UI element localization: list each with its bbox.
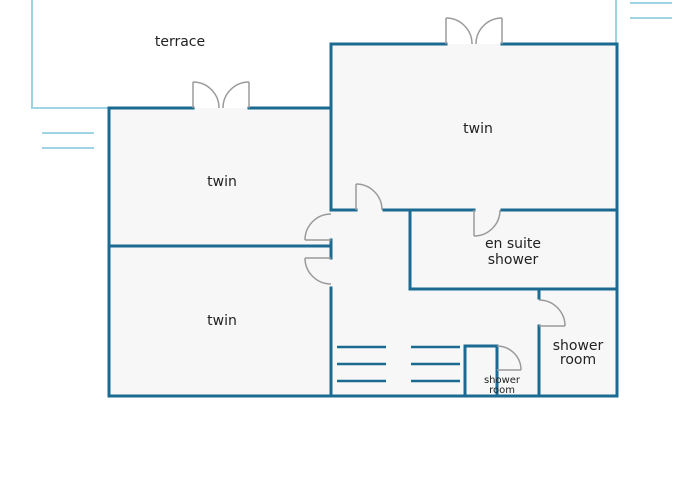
door-twin-lower-left [304, 257, 332, 285]
door-terrace-left-twin [192, 81, 250, 109]
door-terrace-right-twin [445, 17, 503, 45]
label-shower-room-line1: shower [553, 338, 604, 354]
floor-fill [109, 44, 617, 396]
door-en-suite [473, 209, 501, 237]
label-terrace: terrace [155, 34, 205, 50]
terrace-outline [31, 0, 617, 109]
door-twin-upper-right [355, 183, 383, 211]
label-small-shower-line2: room [489, 385, 515, 396]
door-small-shower-room [496, 345, 522, 371]
label-en-suite-line2: shower [488, 252, 539, 268]
walls [107, 42, 619, 398]
label-small-shower-line1: shower [484, 375, 521, 386]
stairs [337, 345, 460, 383]
room-labels: terrace twin twin twin en suite shower s… [155, 34, 604, 396]
door-twin-upper-left [304, 213, 332, 241]
label-en-suite-line1: en suite [485, 236, 541, 252]
terrace-steps-right [630, 2, 672, 19]
label-shower-room-line2: room [560, 352, 596, 368]
label-twin-upper-right: twin [463, 121, 493, 137]
doors [192, 17, 566, 371]
terrace-steps-left [42, 132, 94, 149]
label-twin-lower-left: twin [207, 313, 237, 329]
label-twin-upper-left: twin [207, 174, 237, 190]
door-shower-room [538, 299, 566, 327]
